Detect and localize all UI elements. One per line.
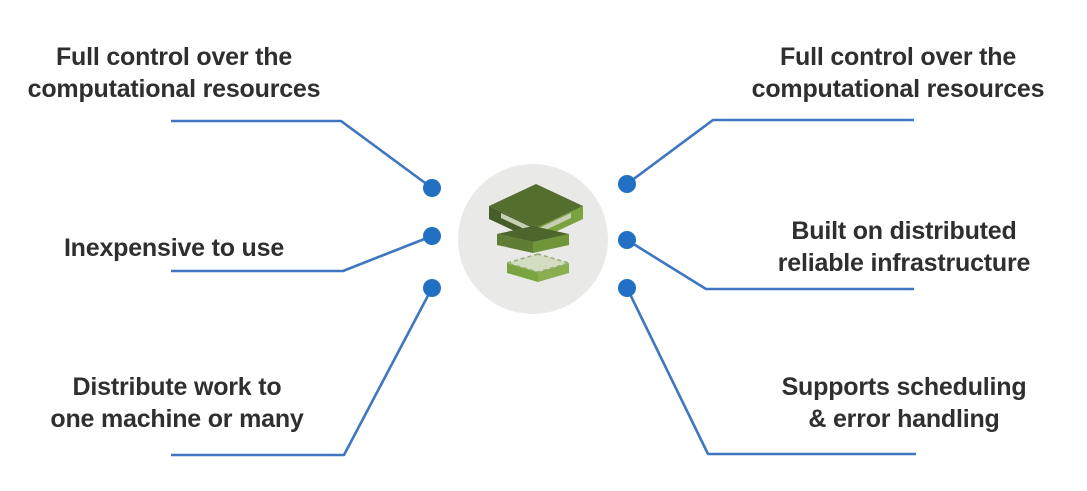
icon-middle-layer (497, 226, 569, 253)
connector-line-right-mid (626, 238, 914, 291)
connector-dot (423, 227, 441, 245)
connector-line-right-bottom (625, 287, 916, 456)
feature-label-right-mid: Built on distributed reliable infrastruc… (777, 217, 1031, 277)
feature-label-right-top: Full control over the computational reso… (751, 43, 1045, 103)
connector-dot (618, 231, 636, 249)
connector-dot (618, 175, 636, 193)
connector-line-left-bottom (171, 287, 434, 457)
connector-line-left-top (171, 119, 433, 190)
feature-label-left-mid: Inexpensive to use (63, 234, 285, 262)
icon-bottom-layer (504, 253, 572, 282)
connector-dot (423, 279, 441, 297)
feature-label-right-bottom: Supports scheduling & error handling (781, 373, 1027, 433)
feature-label-left-top: Full control over the computational reso… (27, 43, 321, 103)
connector-line-left-mid (171, 234, 433, 273)
connector-dot (618, 279, 636, 297)
aws-batch-layers-icon (489, 184, 583, 282)
connector-line-right-top (626, 118, 914, 186)
connector-dot (423, 179, 441, 197)
feature-label-left-bottom: Distribute work to one machine or many (50, 373, 304, 433)
